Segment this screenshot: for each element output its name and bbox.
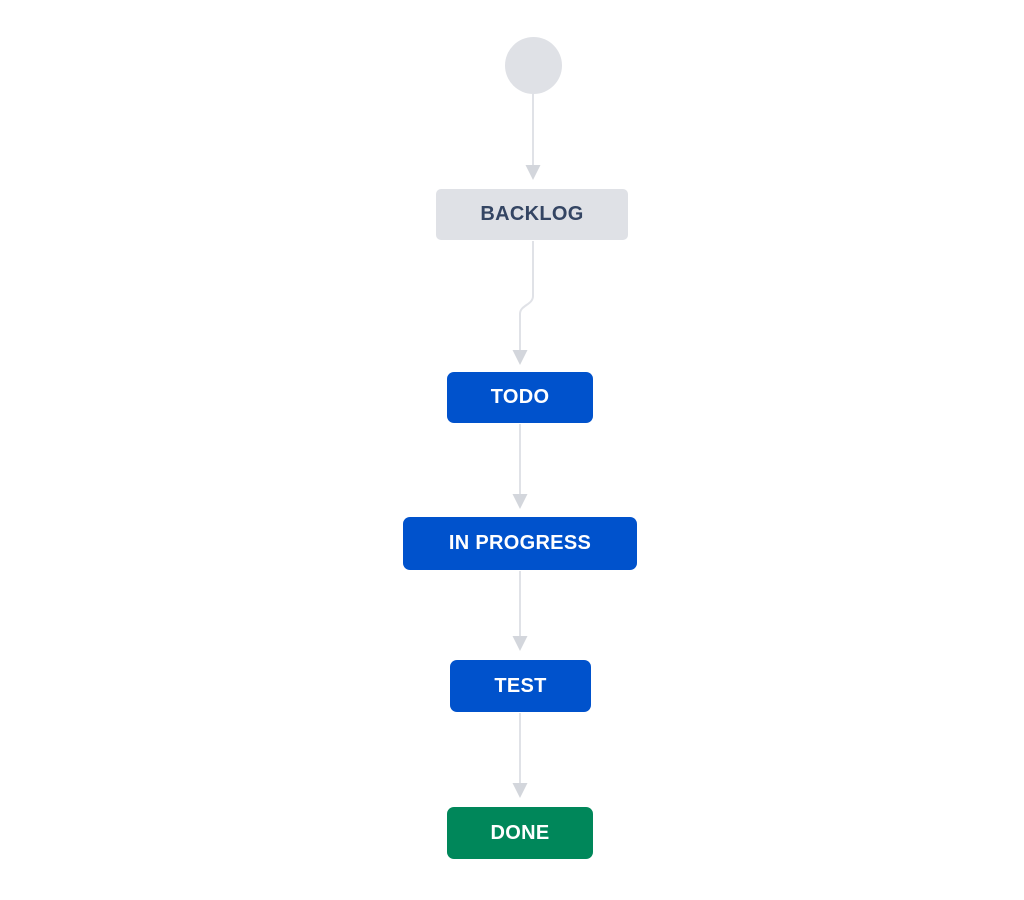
status-node-todo[interactable]: TODO xyxy=(447,372,593,423)
status-label-todo: TODO xyxy=(490,386,550,408)
transition-arrow-todo-inprogress xyxy=(512,424,528,509)
transition-arrow-start-backlog xyxy=(525,94,541,180)
transition-arrow-inprogress-test xyxy=(512,571,528,651)
start-node[interactable] xyxy=(505,37,562,94)
status-node-done[interactable]: DONE xyxy=(447,807,593,859)
status-label-backlog: BACKLOG xyxy=(480,203,584,225)
status-node-backlog[interactable]: BACKLOG xyxy=(436,189,628,240)
status-label-done: DONE xyxy=(490,821,550,844)
transition-arrow-backlog-todo xyxy=(512,241,534,365)
status-label-test: TEST xyxy=(494,674,547,697)
status-node-test[interactable]: TEST xyxy=(450,660,591,712)
transition-arrow-test-done xyxy=(512,713,528,798)
status-label-in-progress: IN PROGRESS xyxy=(448,532,592,554)
status-node-in-progress[interactable]: IN PROGRESS xyxy=(403,517,637,570)
